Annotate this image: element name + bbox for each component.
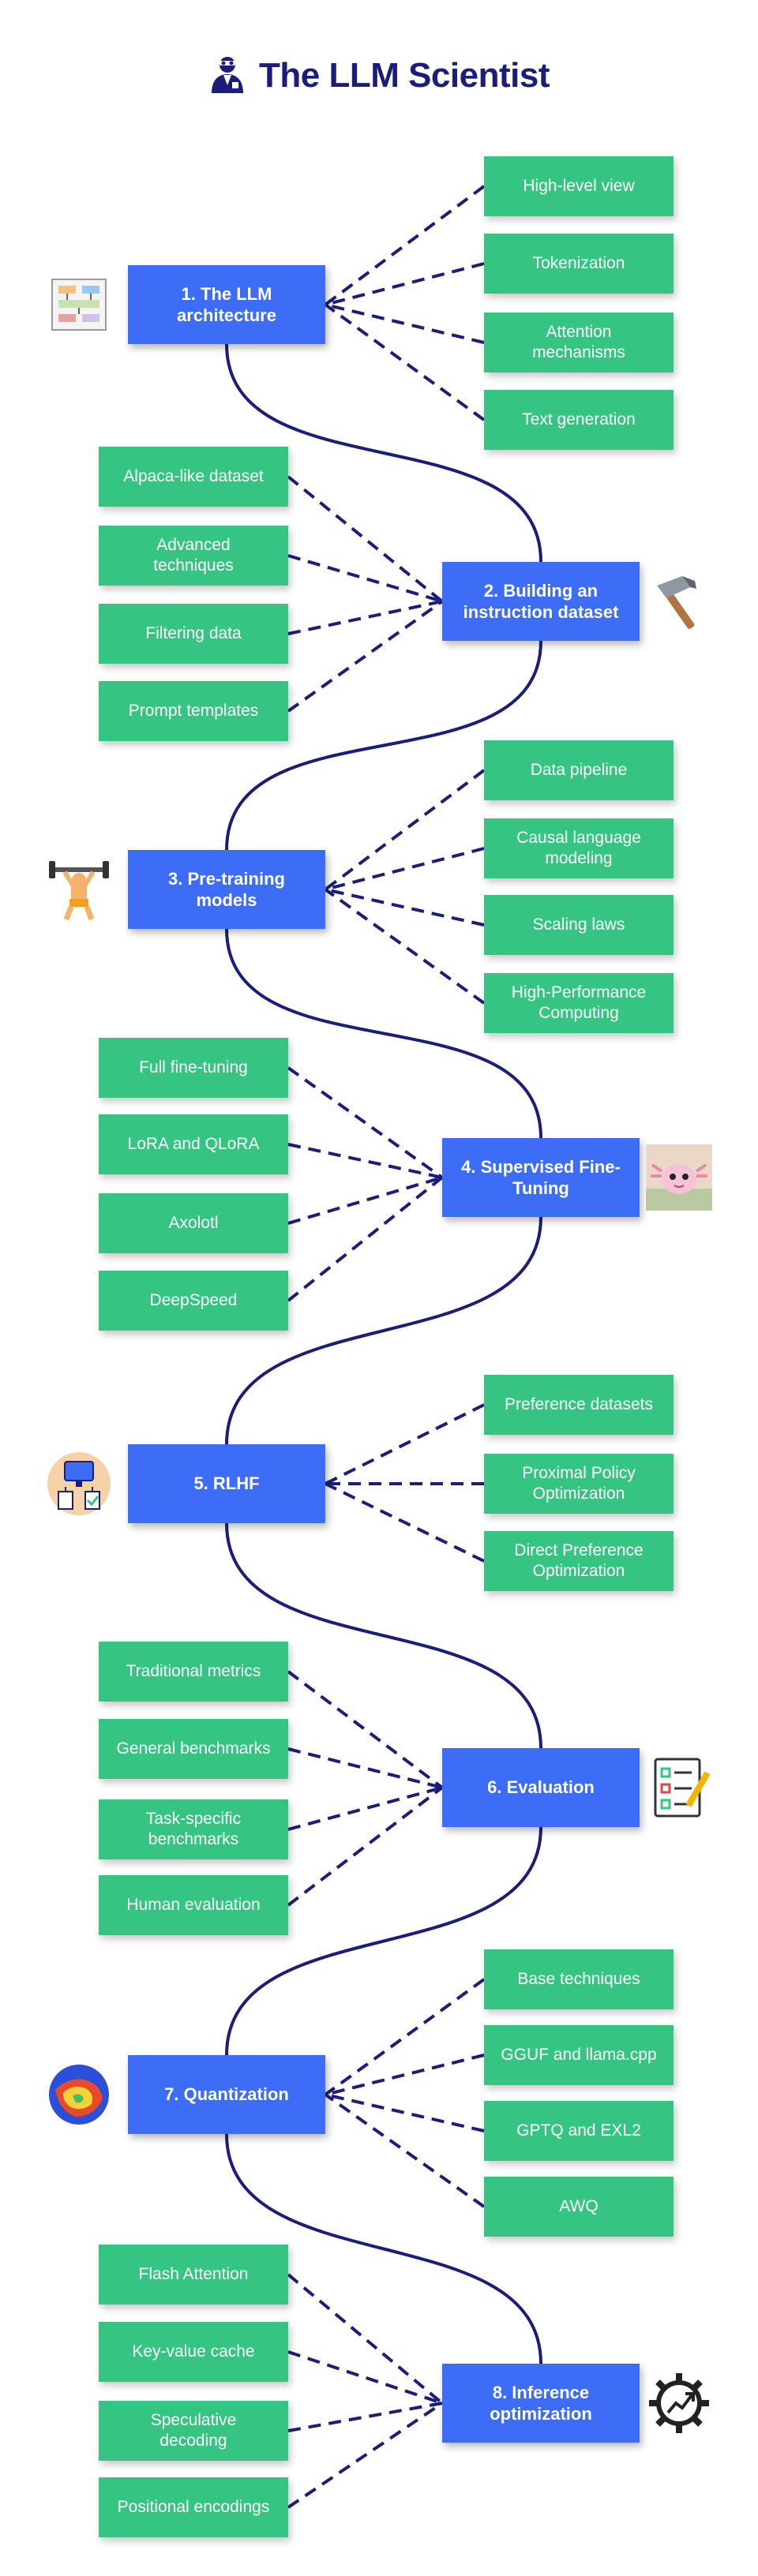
flow-curve-7 <box>225 2133 542 2364</box>
dashed-connector-2-2 <box>287 554 443 603</box>
subtopic-8-1[interactable]: Flash Attention <box>99 2245 288 2305</box>
subtopic-6-2[interactable]: General benchmarks <box>99 1719 288 1779</box>
main-topic-5[interactable]: 5. RLHF <box>128 1444 325 1523</box>
subtopic-2-2[interactable]: Advanced techniques <box>99 526 288 586</box>
flow-curve-6 <box>225 1826 542 2056</box>
subtopic-4-4[interactable]: DeepSpeed <box>99 1271 288 1331</box>
dashed-connector-3-4 <box>324 888 486 1005</box>
flow-curve-2 <box>225 640 542 851</box>
subtopic-5-3[interactable]: Direct Preference Optimization <box>484 1531 674 1591</box>
dashed-connector-1-2 <box>325 262 485 306</box>
main-topic-3[interactable]: 3. Pre-training models <box>128 850 325 929</box>
subtopic-3-4[interactable]: High-Performance Computing <box>484 973 674 1033</box>
subtopic-7-4[interactable]: AWQ <box>484 2177 674 2237</box>
dashed-connector-1-3 <box>325 303 485 344</box>
dashed-connector-3-3 <box>325 888 485 927</box>
subtopic-3-3[interactable]: Scaling laws <box>484 895 674 955</box>
flow-curve-1 <box>225 343 542 563</box>
flow-curve-3 <box>225 928 542 1139</box>
main-topic-8[interactable]: 8. Inference optimization <box>442 2364 640 2443</box>
axolotl-icon <box>646 1144 712 1211</box>
subtopic-1-3[interactable]: Attention mechanisms <box>484 313 674 373</box>
main-topic-6[interactable]: 6. Evaluation <box>442 1748 640 1827</box>
gear-speedup-icon <box>646 2370 712 2436</box>
heatmap-globe-icon <box>46 2061 112 2128</box>
subtopic-4-3[interactable]: Axolotl <box>99 1193 288 1253</box>
dashed-connector-5-1 <box>325 1403 485 1485</box>
subtopic-5-1[interactable]: Preference datasets <box>484 1375 674 1435</box>
subtopic-7-1[interactable]: Base techniques <box>484 1949 674 2009</box>
dashed-connector-4-3 <box>287 1176 443 1225</box>
subtopic-6-3[interactable]: Task-specific benchmarks <box>99 1799 288 1859</box>
subtopic-1-4[interactable]: Text generation <box>484 390 674 450</box>
scientist-icon <box>208 54 246 93</box>
dashed-connector-8-4 <box>287 2402 444 2509</box>
dashed-connector-2-3 <box>287 600 443 635</box>
subtopic-7-2[interactable]: GGUF and llama.cpp <box>484 2025 674 2085</box>
hammer-icon <box>646 568 712 635</box>
subtopic-1-1[interactable]: High-level view <box>484 156 674 216</box>
dashed-connector-1-1 <box>324 185 486 306</box>
subtopic-4-1[interactable]: Full fine-tuning <box>99 1038 288 1098</box>
dashed-connector-4-2 <box>287 1143 443 1179</box>
dashed-connector-5-3 <box>325 1482 485 1563</box>
dashed-connector-4-1 <box>287 1066 444 1179</box>
page-title: The LLM Scientist <box>0 54 758 95</box>
subtopic-8-3[interactable]: Speculative decoding <box>99 2401 288 2461</box>
subtopic-6-4[interactable]: Human evaluation <box>99 1875 288 1935</box>
human-feedback-icon <box>46 1451 112 1517</box>
dashed-connector-7-4 <box>324 2093 486 2208</box>
architecture-diagram-icon <box>46 271 112 338</box>
dashed-connector-7-1 <box>324 1978 486 2096</box>
dashed-connector-4-4 <box>287 1176 444 1302</box>
flow-curve-5 <box>225 1522 542 1749</box>
subtopic-6-1[interactable]: Traditional metrics <box>99 1642 288 1702</box>
dashed-connector-8-2 <box>287 2350 443 2405</box>
weightlifter-icon <box>46 856 112 923</box>
dashed-connector-1-4 <box>324 303 486 421</box>
subtopic-1-2[interactable]: Tokenization <box>484 234 674 294</box>
subtopic-8-2[interactable]: Key-value cache <box>99 2322 288 2382</box>
dashed-connector-6-4 <box>287 1786 444 1907</box>
subtopic-3-1[interactable]: Data pipeline <box>484 740 674 800</box>
flow-curve-4 <box>225 1216 542 1445</box>
dashed-connector-8-1 <box>287 2273 444 2405</box>
dashed-connector-7-3 <box>325 2093 485 2132</box>
dashed-connector-3-1 <box>324 769 486 891</box>
page-title-text: The LLM Scientist <box>259 56 550 95</box>
subtopic-2-1[interactable]: Alpaca-like dataset <box>99 447 288 507</box>
subtopic-4-2[interactable]: LoRA and QLoRA <box>99 1114 288 1174</box>
dashed-connector-2-1 <box>287 475 444 603</box>
subtopic-3-2[interactable]: Causal language modeling <box>484 818 674 878</box>
dashed-connector-2-4 <box>287 600 444 713</box>
main-topic-1[interactable]: 1. The LLM architecture <box>128 265 325 344</box>
dashed-connector-6-2 <box>287 1747 443 1789</box>
dashed-connector-6-1 <box>287 1670 444 1789</box>
subtopic-7-3[interactable]: GPTQ and EXL2 <box>484 2101 674 2161</box>
dashed-connector-8-3 <box>287 2402 443 2432</box>
main-topic-7[interactable]: 7. Quantization <box>128 2055 325 2134</box>
dashed-connector-7-2 <box>325 2054 485 2096</box>
subtopic-2-4[interactable]: Prompt templates <box>99 681 288 741</box>
dashed-connector-6-3 <box>287 1786 443 1831</box>
main-topic-2[interactable]: 2. Building an instruction dataset <box>442 562 640 641</box>
subtopic-5-2[interactable]: Proximal Policy Optimization <box>484 1454 674 1514</box>
main-topic-4[interactable]: 4. Supervised Fine- Tuning <box>442 1138 640 1217</box>
checklist-icon <box>646 1754 712 1821</box>
dashed-connector-3-2 <box>325 847 485 891</box>
subtopic-2-3[interactable]: Filtering data <box>99 604 288 664</box>
subtopic-8-4[interactable]: Positional encodings <box>99 2477 288 2537</box>
